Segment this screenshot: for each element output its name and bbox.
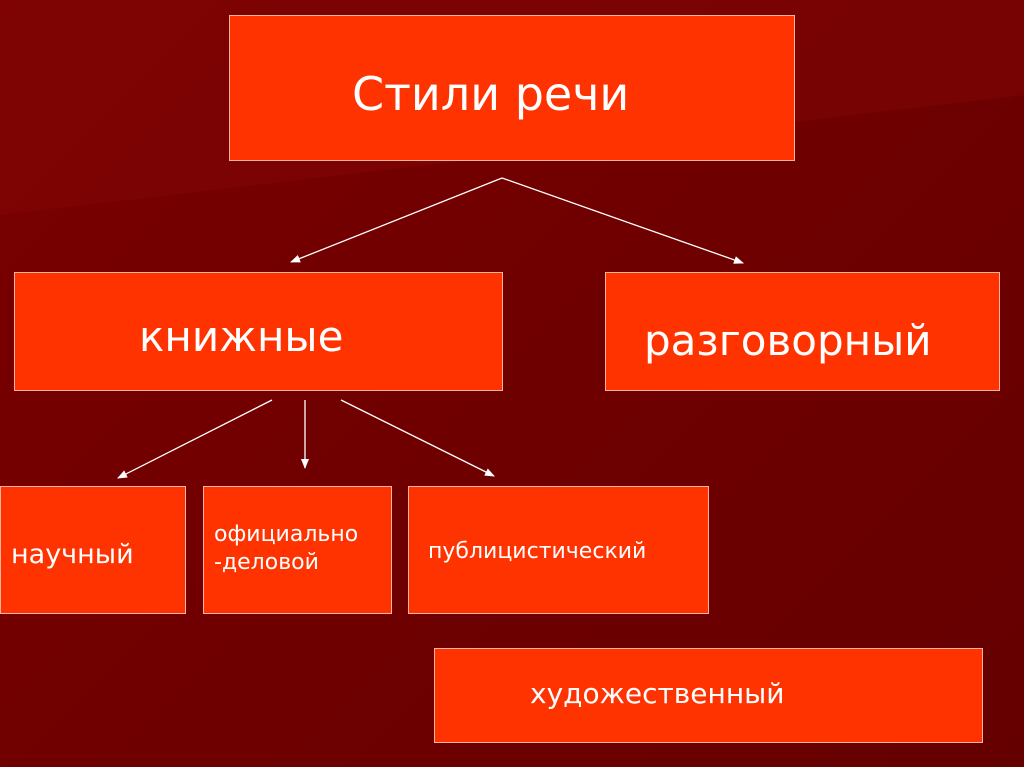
node-publicistic: публицистический: [408, 486, 709, 614]
node-speech-styles-label: Стили речи: [352, 67, 630, 121]
node-colloquial-label: разговорный: [644, 316, 932, 365]
node-bookish: книжные: [14, 272, 503, 391]
node-scientific: научный: [0, 486, 186, 614]
arrow-bookish-to-publicistic: [340, 399, 495, 477]
node-scientific-label: научный: [11, 539, 134, 570]
node-official-business-label: официально-деловой: [214, 521, 386, 576]
node-artistic: художественный: [434, 648, 983, 743]
arrow-title-to-bookish: [290, 177, 503, 263]
node-bookish-label: книжные: [139, 312, 344, 361]
node-artistic-label: художественный: [530, 677, 785, 710]
node-official-line1: официально: [214, 522, 359, 547]
node-speech-styles: Стили речи: [229, 15, 795, 161]
node-official-line2: -деловой: [214, 549, 319, 575]
arrow-bookish-to-scientific: [117, 399, 273, 479]
node-publicistic-label: публицистический: [428, 539, 647, 564]
arrow-title-to-colloquial: [501, 177, 744, 264]
node-colloquial: разговорный: [605, 272, 1000, 391]
node-official-business: официально-деловой: [203, 486, 392, 614]
